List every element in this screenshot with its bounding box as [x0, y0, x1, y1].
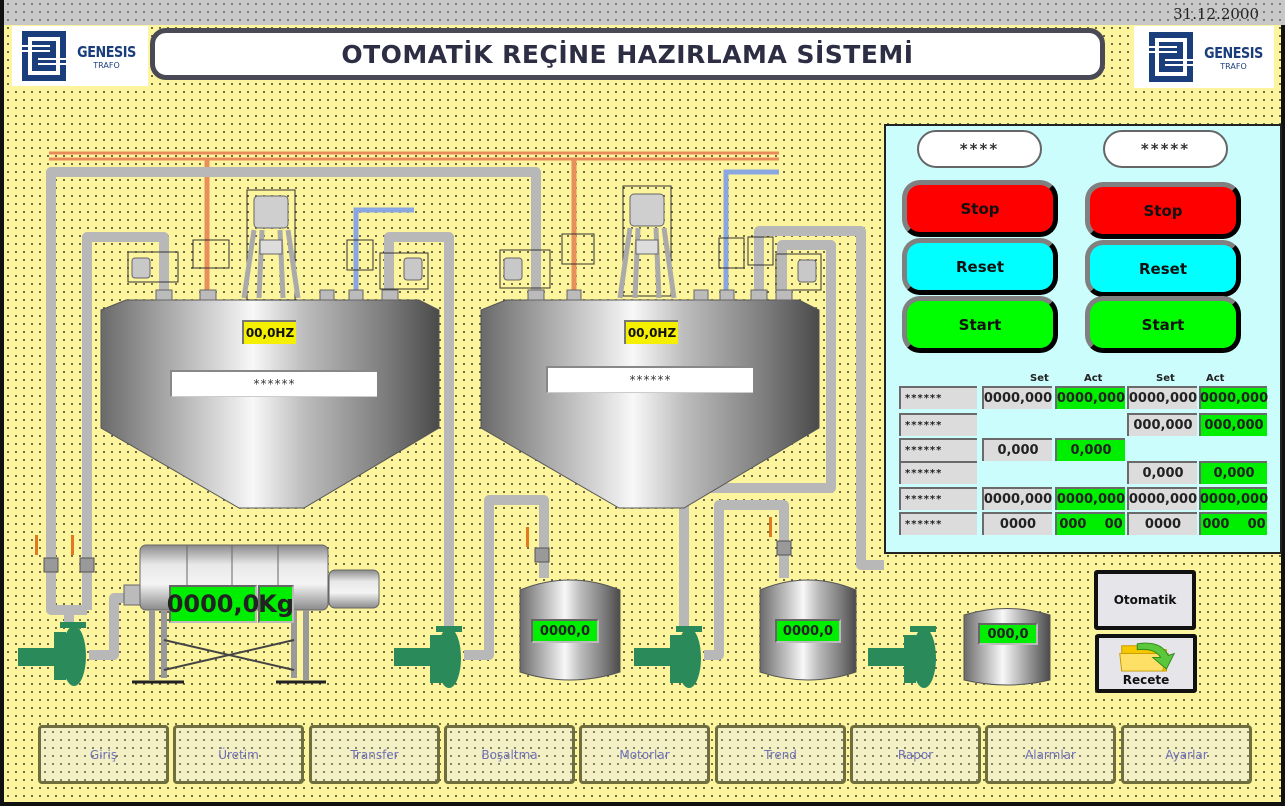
nav-button-alarmlar[interactable]: Alarmlar	[985, 725, 1116, 784]
logo-brand-text: GENESIS	[77, 42, 136, 61]
nav-button-label: Üretim	[218, 747, 259, 762]
manual-valves	[35, 517, 792, 573]
nav-button-label: Transfer	[350, 747, 399, 762]
tank-2-value: 0000,0	[775, 619, 841, 643]
nav-button-retim[interactable]: Üretim	[173, 725, 304, 784]
setpoint-field-1[interactable]: 0000,000	[982, 487, 1052, 510]
weigh-tank-unit: Kg	[258, 585, 294, 623]
setpoint-field-2[interactable]: 0000	[1127, 512, 1197, 535]
genesis-logo-right: GENESIS TRAFO	[1134, 26, 1274, 88]
nav-button-label: Alarmlar	[1025, 747, 1076, 762]
process-pipes	[46, 167, 884, 660]
actual-value-1: 0000,000	[1055, 487, 1125, 510]
reactor-1-frequency: 00,0HZ	[242, 320, 296, 344]
actual-value-2: 000,000	[1199, 413, 1267, 436]
nav-button-transfer[interactable]: Transfer	[309, 725, 440, 784]
title-banner: OTOMATİK REÇİNE HAZIRLAMA SİSTEMİ	[150, 28, 1105, 80]
reactor-2-name: ******	[546, 366, 753, 393]
unit-1-stop-button[interactable]: Stop	[902, 180, 1058, 237]
control-panel: **** ***** Stop Reset Start Stop Reset S…	[884, 124, 1282, 554]
unit-1-reset-button[interactable]: Reset	[902, 238, 1058, 295]
actual-value-2: 0000,000	[1199, 386, 1268, 409]
parameter-label: ******	[899, 413, 977, 436]
parameter-label: ******	[899, 461, 977, 484]
setpoint-field-1[interactable]: 0000	[982, 512, 1052, 535]
actual-value-2: 000 00	[1199, 512, 1267, 535]
nav-button-motorlar[interactable]: Motorlar	[579, 725, 710, 784]
date-display: 31.12.2000	[1173, 5, 1259, 23]
nav-button-label: Ayarlar	[1165, 747, 1208, 762]
reactor-1	[100, 189, 440, 509]
page-title: OTOMATİK REÇİNE HAZIRLAMA SİSTEMİ	[341, 39, 914, 69]
tank-3-value: 000,0	[978, 623, 1038, 645]
pump-3	[634, 626, 702, 688]
setpoint-field-2[interactable]: 0000,000	[1127, 386, 1197, 409]
weigh-tank-value: 0000,0	[167, 585, 259, 623]
unit-2-stop-button[interactable]: Stop	[1085, 182, 1241, 239]
nav-button-label: Motorlar	[619, 747, 670, 762]
actual-value-1: 0000,000	[1055, 386, 1125, 409]
automatic-mode-label: Otomatik	[1113, 593, 1177, 607]
cold-water-line	[353, 169, 779, 292]
unit-2-name: *****	[1103, 130, 1228, 168]
logo-sub-text: TRAFO	[93, 60, 120, 70]
parameter-label: ******	[899, 487, 977, 510]
unit-2-reset-button[interactable]: Reset	[1085, 240, 1241, 297]
logo-brand-text: GENESIS	[1204, 43, 1263, 62]
pump-1	[18, 622, 86, 686]
reactor-1-name: ******	[170, 370, 377, 397]
parameter-label: ******	[899, 512, 977, 535]
top-bar: 31.12.2000	[4, 0, 1285, 25]
nav-button-label: Boşaltma	[481, 747, 538, 762]
tank-1-value: 0000,0	[531, 619, 599, 643]
unit-1-start-button[interactable]: Start	[902, 296, 1058, 353]
parameter-label: ******	[899, 386, 977, 409]
header-set-2: Set	[1156, 373, 1175, 384]
recipe-label: Recete	[1122, 673, 1170, 687]
nav-button-rapor[interactable]: Rapor	[850, 725, 981, 784]
unit-2-start-button[interactable]: Start	[1085, 296, 1241, 353]
header-act-1: Act	[1084, 373, 1103, 384]
unit-1-name: ****	[917, 130, 1042, 168]
actual-value-1: 000 00	[1055, 512, 1125, 535]
setpoint-field-2[interactable]: 000,000	[1127, 413, 1197, 436]
nav-button-ayarlar[interactable]: Ayarlar	[1121, 725, 1252, 784]
folder-arrow-icon	[1119, 642, 1176, 672]
parameter-label: ******	[899, 438, 977, 461]
hot-water-line	[49, 151, 779, 292]
setpoint-field-1[interactable]: 0000,000	[982, 386, 1052, 409]
reactor-2-frequency: 00,0HZ	[624, 320, 678, 344]
nav-button-boaltma[interactable]: Boşaltma	[444, 725, 575, 784]
nav-button-trend[interactable]: Trend	[715, 725, 846, 784]
nav-button-giri[interactable]: Giriş	[38, 725, 169, 784]
setpoint-field-1[interactable]: 0,000	[982, 438, 1052, 461]
genesis-logo-icon	[22, 31, 66, 81]
recipe-button[interactable]: Recete	[1095, 634, 1197, 693]
logo-sub-text: TRAFO	[1220, 61, 1247, 71]
setpoint-field-2[interactable]: 0,000	[1127, 461, 1197, 484]
genesis-logo-left: GENESIS TRAFO	[12, 26, 148, 86]
process-diagram	[18, 151, 884, 688]
nav-button-label: Trend	[764, 747, 797, 762]
automatic-mode-button[interactable]: Otomatik	[1094, 570, 1196, 630]
genesis-logo-icon	[1149, 32, 1193, 82]
nav-button-label: Giriş	[89, 747, 118, 762]
actual-value-2: 0000,000	[1199, 487, 1268, 510]
reactor-2	[480, 185, 822, 509]
actual-value-1: 0,000	[1055, 438, 1125, 461]
pump-2	[394, 626, 462, 688]
setpoint-field-2[interactable]: 0000,000	[1127, 487, 1197, 510]
header-act-2: Act	[1206, 373, 1225, 384]
actual-value-2: 0,000	[1199, 461, 1267, 484]
nav-button-label: Rapor	[897, 747, 934, 762]
header-set-1: Set	[1030, 373, 1049, 384]
